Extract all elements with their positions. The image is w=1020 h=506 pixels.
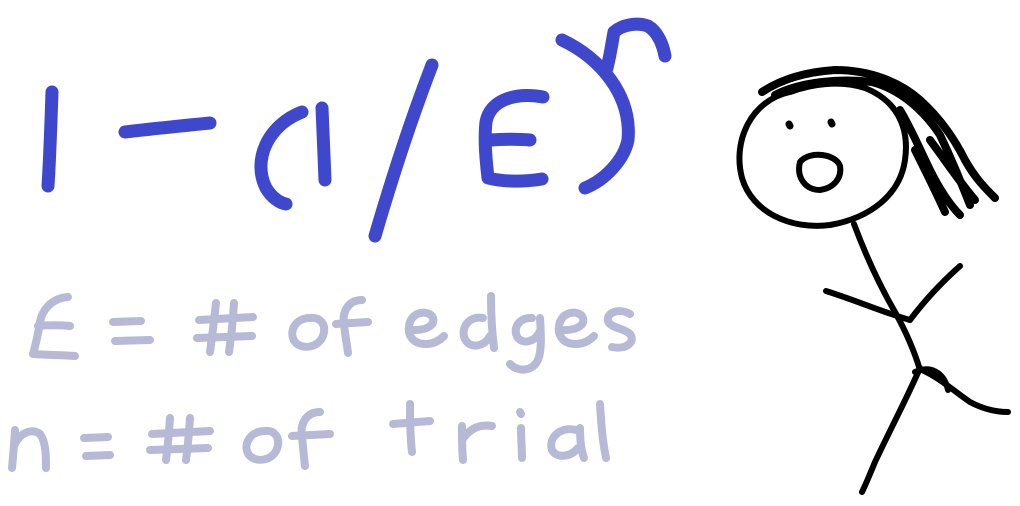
formula-digit-one-inner (315, 101, 332, 187)
definition-trial-handwriting (8, 400, 610, 472)
figure-hair (758, 66, 999, 202)
figure-leg-right (919, 367, 1011, 415)
figure-leg-left (859, 365, 923, 495)
formula-open-paren (254, 105, 309, 211)
figure-mouth (796, 151, 844, 193)
figure-arm-right (907, 263, 963, 323)
figure-head (736, 80, 909, 229)
figure-arm-left (823, 288, 913, 323)
figure-eye-left (785, 120, 794, 130)
definition-edges-handwriting (29, 292, 636, 374)
formula-minus (118, 116, 217, 139)
formula-letter-e-bar (483, 132, 537, 147)
figure-eye-right (827, 118, 836, 128)
stick-figure-person-icon (736, 66, 1011, 495)
formula-handwriting (41, 17, 672, 243)
figure-body (851, 221, 923, 373)
formula-digit-one (41, 85, 59, 193)
formula-exponent-n (600, 17, 672, 75)
formula-close-paren (555, 33, 635, 195)
formula-slash (368, 58, 439, 243)
formula-letter-e (478, 89, 550, 188)
